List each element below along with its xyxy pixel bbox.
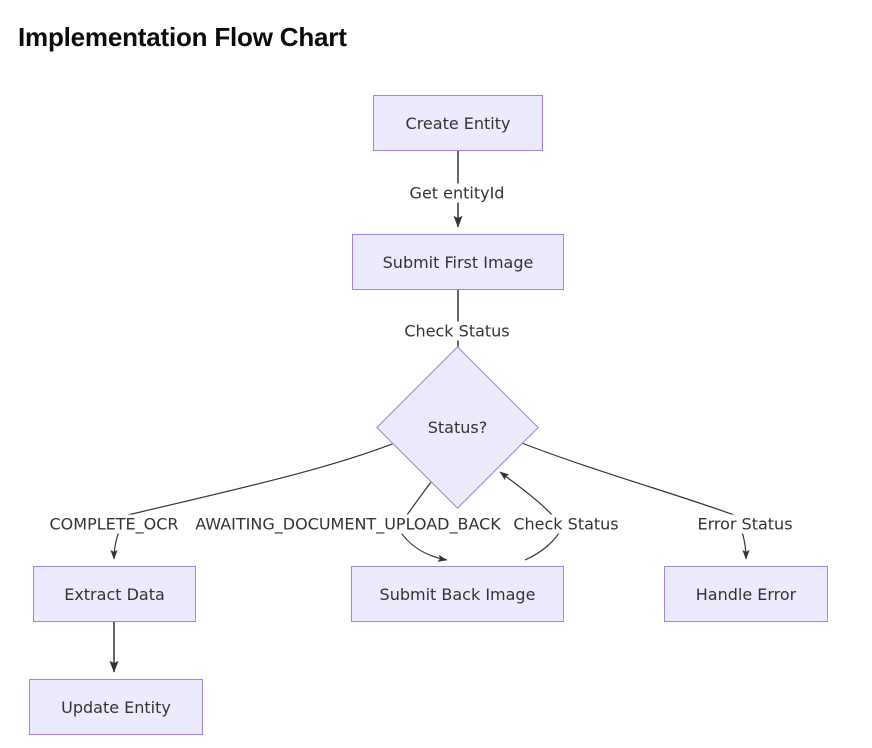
node-submit-first-image[interactable]: Submit First Image <box>352 234 564 290</box>
node-submit-back-image[interactable]: Submit Back Image <box>351 566 564 622</box>
edge-label-check-status-back: Check Status <box>510 514 622 534</box>
page-title: Implementation Flow Chart <box>18 22 347 52</box>
edge-label-complete-ocr: COMPLETE_OCR <box>46 514 182 534</box>
edge-label-awaiting-document-upload-back: AWAITING_DOCUMENT_UPLOAD_BACK <box>192 514 504 534</box>
node-status-decision-label: Status? <box>400 370 515 485</box>
edge-status-to-extract-data <box>110 439 403 560</box>
node-handle-error[interactable]: Handle Error <box>664 566 828 622</box>
edge-label-text: Check Status <box>404 321 510 341</box>
node-create-entity[interactable]: Create Entity <box>373 95 543 151</box>
node-label: Submit Back Image <box>379 584 536 604</box>
edge-status-to-handle-error <box>513 439 750 560</box>
node-label: Extract Data <box>64 584 165 604</box>
node-extract-data[interactable]: Extract Data <box>33 566 196 622</box>
edge-label-get-entity-id: Get entityId <box>406 183 508 203</box>
node-label: Handle Error <box>695 584 797 604</box>
edge-label-text: Get entityId <box>409 183 505 203</box>
node-label: Submit First Image <box>382 252 534 272</box>
edge-label-error-status: Error Status <box>694 514 796 534</box>
edge-label-text: AWAITING_DOCUMENT_UPLOAD_BACK <box>195 514 501 534</box>
node-label: Status? <box>427 418 488 437</box>
node-label: Update Entity <box>61 697 171 717</box>
edge-label-text: Check Status <box>513 514 619 534</box>
node-update-entity[interactable]: Update Entity <box>29 679 203 735</box>
node-label: Create Entity <box>405 113 511 133</box>
edge-label-check-status-first: Check Status <box>401 321 513 341</box>
edge-label-text: COMPLETE_OCR <box>49 514 179 534</box>
edge-label-text: Error Status <box>697 514 793 534</box>
